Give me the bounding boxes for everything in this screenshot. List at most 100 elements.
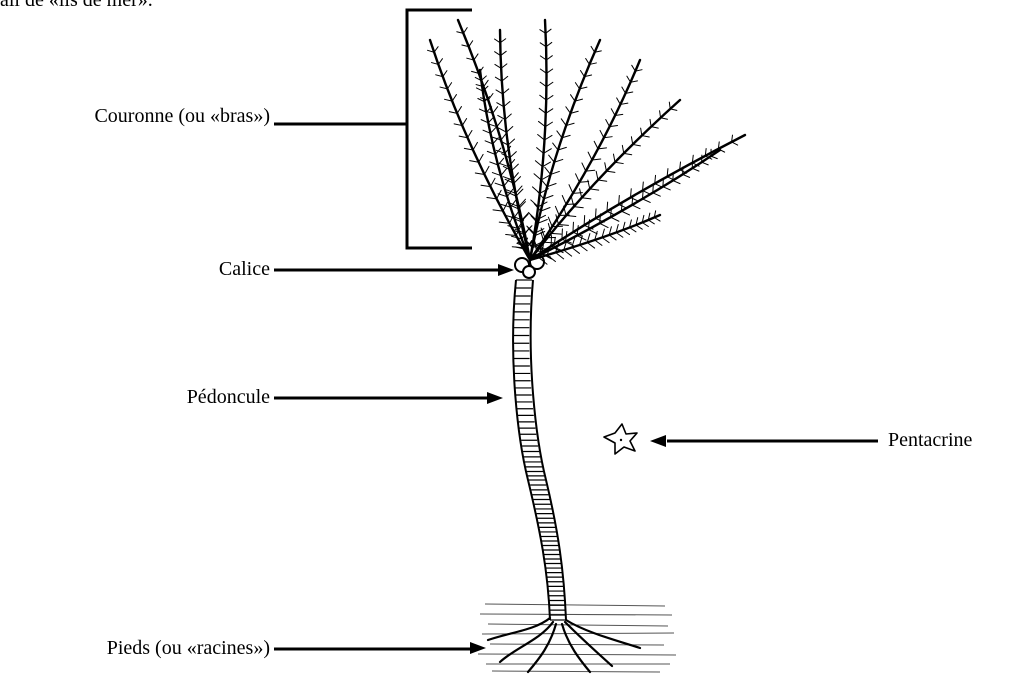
pinnule: [732, 142, 738, 145]
calice-arrowhead: [498, 264, 514, 276]
pinnule: [572, 197, 574, 206]
pinnule: [438, 59, 442, 65]
pinnule: [580, 71, 584, 77]
pinnule: [508, 139, 514, 145]
pinnule: [558, 224, 568, 225]
pinnule: [457, 107, 461, 114]
pinnule: [572, 248, 580, 254]
pinnule: [473, 142, 477, 150]
pinnule: [611, 217, 619, 221]
pinnule: [484, 166, 489, 174]
pinnule: [594, 141, 598, 149]
pinnule: [505, 114, 511, 119]
pinnule: [545, 167, 551, 174]
sediment: [478, 604, 676, 672]
pinnule: [566, 216, 576, 217]
pinnule: [510, 152, 517, 158]
pinnule: [516, 189, 523, 196]
pinnule: [447, 83, 451, 89]
pinnule: [632, 205, 640, 209]
pinnule: [573, 222, 574, 232]
pinnule: [673, 181, 680, 184]
pinnule: [501, 169, 507, 176]
pinnule: [632, 65, 636, 71]
label-calice: Calice: [219, 257, 270, 281]
pinnule: [617, 98, 621, 105]
crown-arms: [428, 20, 745, 264]
pinnule: [633, 144, 641, 145]
crown-bracket: [407, 10, 472, 248]
pinnule: [642, 223, 648, 227]
pinnule: [631, 137, 632, 145]
pinnule: [600, 223, 609, 227]
pinnule: [600, 130, 604, 137]
label-pedoncule: Pédoncule: [187, 385, 270, 409]
pinnule: [643, 191, 651, 195]
pinnule: [580, 245, 588, 251]
pinnule: [549, 155, 555, 162]
pinnule: [661, 118, 668, 119]
pinnule: [571, 95, 575, 101]
pinnule: [544, 242, 554, 243]
pinnule: [586, 58, 590, 64]
pinnule: [619, 204, 627, 208]
label-pentacrine: Pentacrine: [888, 428, 972, 452]
pinnule: [670, 109, 677, 110]
pinnule: [566, 107, 571, 114]
pinnule: [631, 198, 639, 202]
pinnule: [683, 174, 690, 177]
pinnule: [655, 184, 662, 188]
pinnule: [575, 83, 579, 89]
pinnule: [516, 186, 522, 193]
pinnule: [512, 164, 519, 170]
pentacrine-center: [620, 439, 622, 441]
pinnule: [596, 171, 598, 180]
pinnule: [630, 228, 636, 232]
pinnule: [557, 131, 562, 138]
pinnule: [547, 255, 555, 262]
pinnule: [569, 185, 573, 194]
pinnule: [627, 76, 631, 82]
label-pieds: Pieds (ou «racines»): [107, 636, 270, 660]
pinnule: [624, 153, 632, 154]
pinnule: [622, 145, 623, 153]
pinnule: [493, 107, 498, 114]
arm: [500, 30, 530, 260]
pinnule: [606, 171, 614, 172]
pinnule: [469, 41, 473, 47]
pinnule: [506, 127, 512, 133]
pinnule: [653, 193, 661, 196]
pentacrine-arrowhead: [650, 435, 666, 447]
pinnule: [651, 127, 658, 128]
pinnule: [497, 120, 502, 127]
pinnule: [582, 198, 591, 199]
pinnule: [576, 174, 580, 182]
pinnule: [595, 209, 596, 219]
pinnule: [537, 148, 544, 154]
stem: [513, 280, 566, 620]
pinnule: [621, 211, 629, 215]
pinnule: [636, 225, 642, 229]
pinnule: [452, 95, 456, 102]
pinnule: [582, 163, 586, 171]
pinnule: [590, 189, 599, 190]
pedoncule-arrowhead: [487, 392, 503, 404]
caption-text: ail de «lis de mer».: [0, 0, 153, 12]
pinnule: [503, 202, 508, 211]
pinnule: [588, 152, 592, 160]
pinnule: [490, 178, 495, 186]
pinnule: [479, 154, 484, 162]
pinnule: [591, 46, 595, 52]
pinnule: [584, 216, 585, 226]
pinnule: [598, 180, 607, 181]
label-couronne: Couronne (ou «bras»): [94, 104, 270, 128]
pinnule: [650, 119, 651, 126]
pinnule: [561, 119, 566, 126]
pinnule: [595, 240, 602, 245]
pinnule: [606, 120, 610, 127]
pinnule: [711, 156, 717, 158]
pinnule: [615, 162, 623, 163]
pinnule: [462, 119, 466, 126]
pinnule: [642, 136, 649, 137]
